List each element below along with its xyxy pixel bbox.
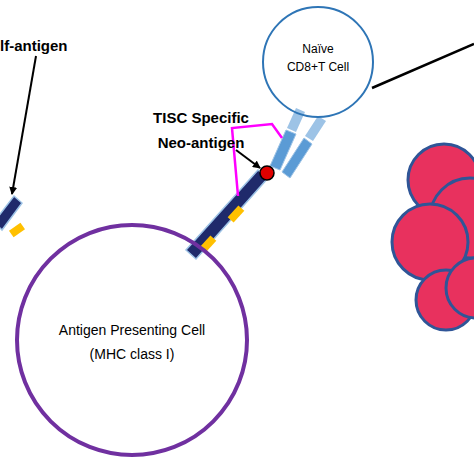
leader-arrow	[236, 150, 260, 168]
cell-circle: Antigen Presenting Cell (MHC class I)	[15, 223, 249, 457]
circle-outline	[15, 223, 249, 457]
callout-label: lf-antigen	[0, 34, 90, 59]
cell-circle: Naïve CD8+T Cell	[262, 6, 374, 118]
self-antigen-receptor	[0, 196, 25, 237]
cell-label: Naïve CD8+T Cell	[285, 40, 351, 76]
cell-label: Antigen Presenting Cell (MHC class I)	[47, 319, 217, 367]
connector-line	[372, 44, 474, 88]
leader-arrow	[12, 56, 36, 194]
tumor-cell-cluster	[392, 144, 474, 330]
callout-label: TISC Specific Neo-antigen	[146, 106, 256, 156]
neo-antigen-dot	[260, 166, 274, 180]
t-cell-receptor	[270, 108, 326, 178]
